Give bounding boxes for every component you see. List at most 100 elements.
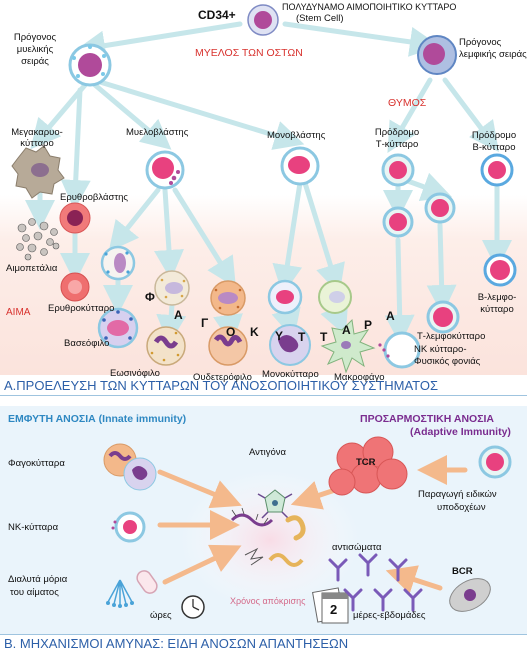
pre-t-label-1: Πρόδρομο xyxy=(374,127,420,138)
bone-marrow-label: ΜΥΕΛΟΣ ΤΩΝ ΟΣΤΩΝ xyxy=(195,47,303,59)
myeloblast-cell xyxy=(145,150,185,190)
phagocyte-cells xyxy=(103,443,157,491)
bcr-label: BCR xyxy=(452,566,473,577)
t-cell-clone-cluster xyxy=(328,436,408,496)
phago-letter: Ρ xyxy=(364,318,373,332)
section-b-title: Β. ΜΗΧΑΝΙΣΜΟΙ ΑΜΥΝΑΣ: ΕΙΔΗ ΑΝΟΣΩΝ ΑΠΑΝΤΗ… xyxy=(4,636,349,651)
phago-letter: Α xyxy=(174,308,183,322)
receptors-label-2: υποδοχέων xyxy=(437,502,486,513)
erythroblast-label: Ερυθροβλάστης xyxy=(60,192,128,203)
myeloid-progenitor-cell xyxy=(68,43,112,87)
antigen-particles xyxy=(230,489,306,567)
days-weeks-label: μέρες-εβδομάδες xyxy=(353,610,426,621)
tcr-label: TCR xyxy=(356,457,376,468)
bcr-b-cell xyxy=(449,578,491,612)
lymphoid-progenitor-label-2: λεμφικής σειράς xyxy=(459,49,527,60)
pre-t-label-2: Τ-κύτταρο xyxy=(375,139,419,150)
macrophage-label: Μακροφάγο xyxy=(334,372,385,383)
b-lymphocyte-label-1: Β-λεμφο- xyxy=(477,292,517,303)
myeloid-progenitor-label-2: μυελικής xyxy=(16,44,54,55)
pre-b-label-2: Β-κύτταρο xyxy=(472,142,516,153)
myeloid-progenitor-label-3: σειράς xyxy=(21,56,49,67)
phagocytes-label: Φαγοκύτταρα xyxy=(8,458,65,469)
nk-label-2: Φυσικός φονιάς xyxy=(414,356,481,367)
section-a-divider xyxy=(0,395,527,396)
phago-letter: Τ xyxy=(320,330,328,344)
antibodies-label: αντισώματα xyxy=(332,542,382,553)
adaptive-t-cell xyxy=(478,445,512,479)
t-lymphocyte-cell xyxy=(426,300,460,334)
platelets-cluster xyxy=(16,218,60,261)
innate-nk-cell xyxy=(111,511,146,543)
lymphoid-progenitor-cell xyxy=(417,35,457,75)
monoblast-label: Μονοβλάστης xyxy=(267,130,326,141)
eosinophil-cell xyxy=(146,326,186,366)
calendar-number: 2 xyxy=(330,602,338,617)
clock-icon xyxy=(181,595,205,619)
soluble-molecules-label-1: Διαλυτά μόρια xyxy=(8,574,68,585)
phago-letter: Υ xyxy=(275,329,284,343)
erythrocyte-label: Ερυθροκύτταρο xyxy=(48,303,115,314)
phago-letter: Γ xyxy=(201,316,209,330)
erythrocyte-cell xyxy=(60,272,90,302)
antigens-label: Αντιγόνα xyxy=(249,447,287,458)
nk-granules xyxy=(378,343,390,358)
phago-letter: Κ xyxy=(250,325,259,339)
thymocyte-cell-2 xyxy=(424,192,456,224)
basophil-precursor-cell xyxy=(100,245,136,281)
response-arrows xyxy=(157,455,468,594)
blood-label: ΑΙΜΑ xyxy=(6,307,31,318)
neutrophil-precursor-cell xyxy=(210,280,246,316)
nk-cells-label: NK-κύτταρα xyxy=(8,522,59,533)
stem-cell xyxy=(247,4,279,36)
section-a-title: Α.ΠΡΟΕΛΕΥΣΗ ΤΩΝ ΚΥΤΤΑΡΩΝ ΤΟΥ ΑΝΟΣΟΠΟΙΗΤΙ… xyxy=(4,378,439,393)
stem-cell-label: ΠΟΛΥΔΥΝΑΜΟ ΑΙΜΟΠΟΙΗΤΙΚΟ ΚΥΤΤΑΡΟ xyxy=(282,2,457,12)
response-time-label: Χρόνος απόκρισης xyxy=(230,596,306,606)
monoblast-cell xyxy=(280,146,320,186)
thymocyte-cell-1 xyxy=(382,206,414,238)
phago-letter: Φ xyxy=(145,290,155,304)
pre-b-label-1: Πρόδρομο xyxy=(471,130,517,141)
stem-cell-subtitle: (Stem Cell) xyxy=(296,13,344,24)
monocyte-precursor-cell xyxy=(267,279,303,315)
antibody-molecules xyxy=(328,553,423,612)
phago-letter: Α xyxy=(386,309,395,323)
pre-t-cell xyxy=(381,153,415,187)
monocyte-label: Μονοκύτταρο xyxy=(262,369,319,380)
section-b-divider xyxy=(0,634,527,635)
megakaryocyte-label: Μεγακαρυο-κύτταρο xyxy=(11,127,63,149)
basophil-label: Βασεόφιλο xyxy=(64,338,110,349)
basophil-cell xyxy=(97,307,139,349)
b-lymphocyte-label-2: κύτταρο xyxy=(480,304,514,315)
eosinophil-precursor-cell xyxy=(154,270,190,306)
nk-label-1: NK κύτταρο- xyxy=(414,344,467,355)
erythroblast-cell xyxy=(59,202,91,234)
eosinophil-label: Εωσινόφιλο xyxy=(110,368,160,379)
lineage-arrows xyxy=(25,21,512,345)
b-lymphocyte-cell xyxy=(483,253,517,287)
soluble-molecules-label-2: του αίματος xyxy=(10,587,59,598)
lymphoid-progenitor-label-1: Πρόγονος xyxy=(459,37,502,48)
neutrophil-label: Ουδετερόφιλο xyxy=(193,372,252,383)
adaptive-immunity-title-1: ΠΡΟΣΑΡΜΟΣΤΙΚΗ ΑΝΟΣΙΑ xyxy=(360,413,495,425)
myeloid-progenitor-label-1: Πρόγονος xyxy=(13,32,57,43)
myeloblast-label: Μυελοβλάστης xyxy=(126,127,189,138)
pre-b-cell xyxy=(480,153,514,187)
receptors-label-1: Παραγωγή ειδικών xyxy=(418,489,497,500)
neutrophil-cell xyxy=(208,326,248,366)
thymus-label: ΘΥΜΟΣ xyxy=(388,97,427,109)
phago-letter: Τ xyxy=(298,330,306,344)
t-lymphocyte-label: Τ-λεμφοκύτταρο xyxy=(417,331,486,342)
calendar-icon xyxy=(312,587,349,624)
hours-label: ώρες xyxy=(150,610,172,621)
platelets-label: Αιμοπετάλια xyxy=(6,263,58,274)
soluble-molecules xyxy=(106,570,158,608)
phago-letter: Α xyxy=(342,323,351,337)
innate-immunity-title: ΕΜΦΥΤΗ ΑΝΟΣΙΑ (Innate immunity) xyxy=(8,413,187,425)
cd34-label: CD34+ xyxy=(198,8,236,22)
phago-letter: Ο xyxy=(226,325,236,339)
monocyte-cell xyxy=(269,324,311,366)
adaptive-immunity-title-2: (Adaptive Immunity) xyxy=(410,426,511,438)
